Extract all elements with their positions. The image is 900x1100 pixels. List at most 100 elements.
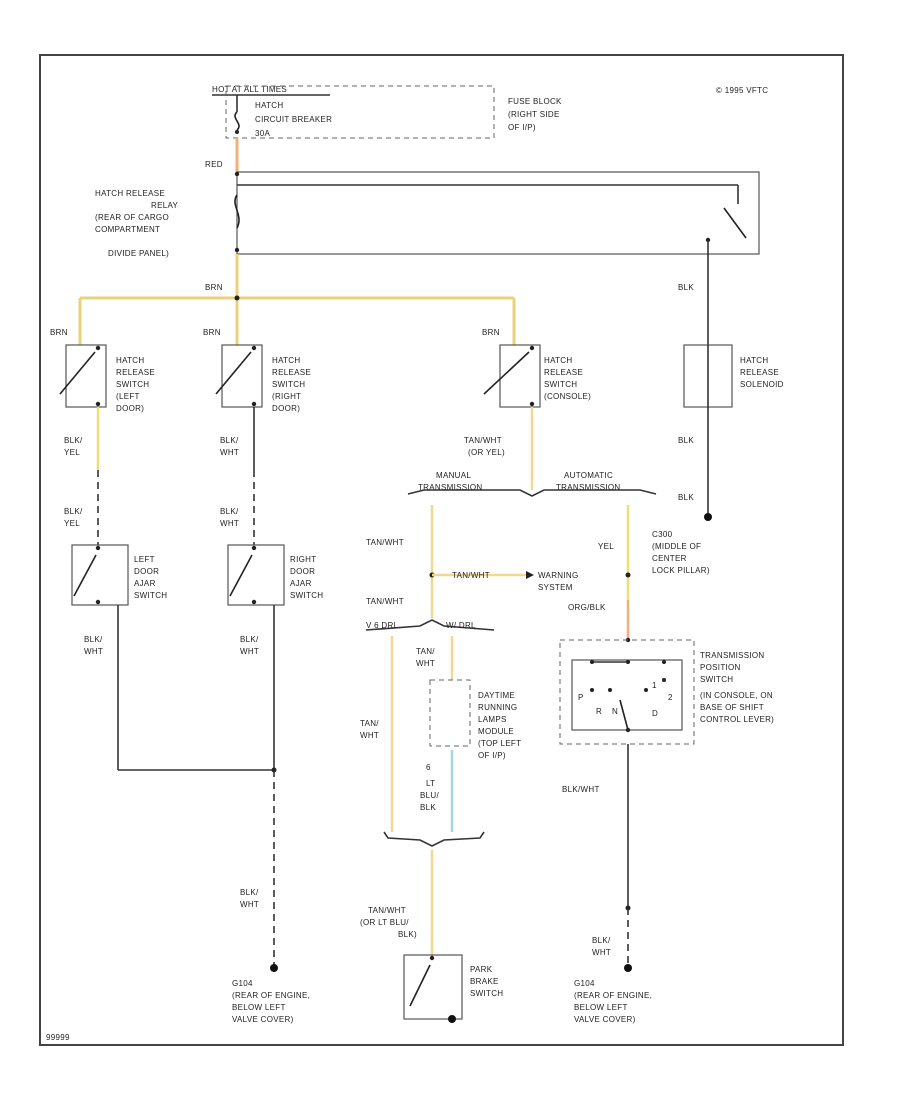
hatch-switch-left-label-1: HATCH (116, 356, 144, 365)
fuse-block-label-2: (RIGHT SIDE (508, 110, 560, 119)
ground-g104-left-label-3: BELOW LEFT (232, 1003, 286, 1012)
tps-label-2: POSITION (700, 663, 741, 672)
blk-top-label: BLK (678, 283, 694, 292)
tan-wht-mid-label: TAN/WHT (452, 571, 490, 580)
blk-wht-label-a2: WHT (220, 448, 239, 457)
tps-contact-5 (608, 688, 612, 692)
left-ajar-switch-terminal-bottom (95, 599, 101, 605)
yel-label: YEL (598, 542, 614, 551)
tps-output-terminal (625, 727, 631, 733)
ground-c300-label-2: (MIDDLE OF (652, 542, 701, 551)
red-wire-label: RED (205, 160, 223, 169)
ground-c300-point (704, 513, 712, 521)
hatch-switch-left-label-4: (LEFT (116, 392, 140, 401)
copyright-label: © 1995 VFTC (716, 86, 768, 95)
warning-arrow (526, 571, 534, 579)
drl-split-brace (365, 619, 495, 631)
hatch-switch-console-label-2: RELEASE (544, 368, 583, 377)
tan-wht-bot-label-3: BLK) (398, 930, 417, 939)
v6-drl-label-1: V 6 DRL (366, 621, 399, 630)
hatch-switch-left-terminal-bottom (95, 401, 101, 407)
park-brake-label-2: BRAKE (470, 977, 499, 986)
right-ajar-switch-label-3: AJAR (290, 579, 312, 588)
tps-contact-4 (590, 688, 594, 692)
relay-label-3: (REAR OF CARGO (95, 213, 169, 222)
blk-yel-label-a2: YEL (64, 448, 80, 457)
right-ajar-switch-label-2: DOOR (290, 567, 315, 576)
drl-label-1: DAYTIME (478, 691, 515, 700)
auto-junction (625, 572, 631, 578)
tps-gear-p: P (578, 693, 584, 702)
relay-coil-symbol (234, 194, 240, 229)
right-ajar-switch-outline (227, 544, 285, 606)
park-brake-label-3: SWITCH (470, 989, 503, 998)
org-blk-label: ORG/BLK (568, 603, 606, 612)
hatch-switch-right-outline (221, 344, 263, 408)
tan-wht-bot-label-1: TAN/WHT (368, 906, 406, 915)
lt-blu-label-1: 6 (426, 763, 431, 772)
tps-gear-d: D (652, 709, 658, 718)
tan-wht-bot-label-2: (OR LT BLU/ (360, 918, 409, 927)
hatch-switch-left-label-2: RELEASE (116, 368, 155, 377)
breaker-label-1: HATCH (255, 101, 283, 110)
left-ajar-switch-outline (71, 544, 129, 606)
right-ajar-switch-terminal-bottom (251, 599, 257, 605)
blk-wht-label-c2: WHT (84, 647, 103, 656)
breaker-terminal (235, 130, 239, 134)
drl-label-3: LAMPS (478, 715, 507, 724)
warning-system-label-1: WARNING (538, 571, 578, 580)
relay-label-5: DIVIDE PANEL) (108, 249, 169, 258)
left-ajar-switch-label-2: DOOR (134, 567, 159, 576)
hatch-switch-console-outline (499, 344, 541, 408)
blk-wht-label-d1: BLK/ (240, 635, 259, 644)
tan-wht-v4-label: WHT (360, 731, 379, 740)
right-ajar-switch-label-1: RIGHT (290, 555, 316, 564)
drl-label-6: OF I/P) (478, 751, 506, 760)
hatch-solenoid-label-2: RELEASE (740, 368, 779, 377)
v6-drl-label-2: W/ DRL (446, 621, 476, 630)
lt-blu-label-3: BLU/ (420, 791, 439, 800)
park-brake-switch-outline (403, 954, 463, 1020)
blk-wht-label-c1: BLK/ (84, 635, 103, 644)
hatch-switch-right-label-3: SWITCH (272, 380, 305, 389)
tps-gear-2: 2 (668, 693, 673, 702)
left-ajar-switch-terminal-top (95, 545, 101, 551)
fuse-block-label-3: OF I/P) (508, 123, 536, 132)
ground-g104-right-label-3: BELOW LEFT (574, 1003, 628, 1012)
tps-contact-1 (590, 660, 594, 664)
drl-label-2: RUNNING (478, 703, 517, 712)
hatch-switch-right-terminal-top (251, 345, 257, 351)
blk-bot-label: BLK (678, 493, 694, 502)
blk-yel-label-b1: BLK/ (64, 507, 83, 516)
blk-yel-label-b2: YEL (64, 519, 80, 528)
brn-junction (234, 295, 240, 301)
lt-blu-label-4: BLK (420, 803, 436, 812)
tps-contact-6 (644, 688, 648, 692)
relay-contact-arm (723, 207, 747, 239)
tan-wht-left2-label: TAN/WHT (366, 597, 404, 606)
tps-label-1: TRANSMISSION (700, 651, 765, 660)
manual-label-2: TRANSMISSION (418, 483, 483, 492)
ground-c300-label-3: CENTER (652, 554, 687, 563)
hatch-switch-right-terminal-bottom (251, 401, 257, 407)
circuit-breaker-symbol (234, 111, 240, 131)
relay-label-4: COMPARTMENT (95, 225, 160, 234)
hatch-switch-console-terminal-bottom (529, 401, 535, 407)
tps-label-5: BASE OF SHIFT (700, 703, 764, 712)
lt-blu-label-2: LT (426, 779, 435, 788)
hatch-switch-left-outline (65, 344, 107, 408)
tps-label-4: (IN CONSOLE, ON (700, 691, 773, 700)
left-ajar-switch-arm (73, 554, 97, 597)
relay-terminal-bottom (234, 247, 240, 253)
blk-wht-label-g2: WHT (240, 900, 259, 909)
ground-g104-right-label-4: VALVE COVER) (574, 1015, 636, 1024)
drl-label-5: (TOP LEFT (478, 739, 521, 748)
auto-label-2: TRANSMISSION (556, 483, 621, 492)
blk-wht-label-b1: BLK/ (220, 507, 239, 516)
tan-wht-v2-label: WHT (416, 659, 435, 668)
hatch-solenoid-label-3: SOLENOID (740, 380, 784, 389)
ground-g104-left-label-1: G104 (232, 979, 253, 988)
park-brake-switch-arm (409, 964, 431, 1007)
tps-label-6: CONTROL LEVER) (700, 715, 774, 724)
